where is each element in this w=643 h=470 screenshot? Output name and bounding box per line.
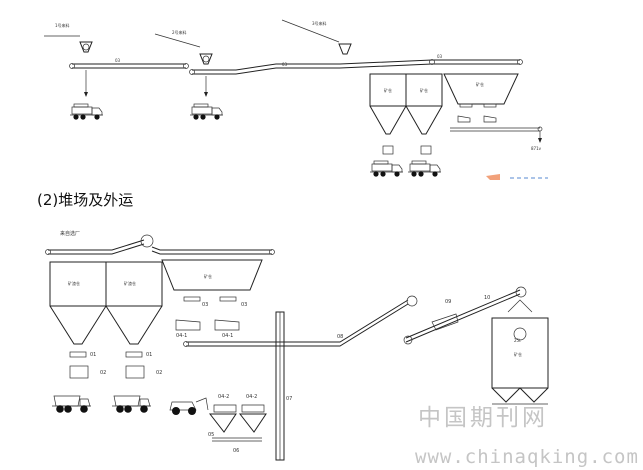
feed-label-3: 3号来料	[312, 20, 327, 26]
top-silo-label-3: 矿仓	[476, 81, 484, 87]
code-04-1-b: 04-1	[222, 333, 233, 339]
truck-icon	[189, 103, 224, 121]
section-title: (2)堆场及外运	[37, 191, 134, 209]
feed-label-2: 2号来料	[172, 29, 187, 35]
top-silo-label-1: 矿仓	[384, 87, 392, 93]
code-04-2-a: 04-2	[218, 394, 229, 400]
code-02-b: 02	[156, 370, 162, 376]
watermark-url: www.chinaqking.com	[415, 446, 639, 468]
feed-label-1: 1号来料	[55, 22, 70, 28]
truck-icon	[369, 160, 404, 178]
bottom-silo-label-3: 矿仓	[204, 273, 212, 279]
code-09: 09	[445, 299, 451, 305]
conveyor-label-3: 03	[437, 54, 443, 59]
loader-icon	[169, 397, 209, 415]
top-flow-diagram: 1号来料 2号来料 3号来料 03 03 03	[44, 19, 548, 180]
bottom-flow-diagram: 来自选厂 矿渣仓 矿渣仓 矿仓 03 03 04-1 04-1 01 01 02	[45, 230, 549, 461]
bottom-silo-label-1: 矿渣仓	[68, 280, 80, 286]
code-08: 08	[337, 334, 343, 340]
truck-icon	[51, 395, 92, 414]
code-10: 10	[484, 295, 490, 301]
code-01-b: 01	[146, 352, 152, 358]
code-01-a: 01	[90, 352, 96, 358]
code-06: 06	[233, 448, 239, 454]
scale-label: 25t	[514, 338, 521, 343]
bottom-silo-label-4: 矿仓	[514, 351, 522, 357]
conveyor-label-1: 03	[115, 58, 121, 63]
conveyor-label-2: 03	[282, 62, 288, 67]
watermark-chinese: 中国期刊网	[418, 405, 548, 431]
code-05: 05	[208, 432, 214, 438]
top-silo-label-2: 矿仓	[420, 87, 428, 93]
truck-icon	[111, 395, 152, 414]
code-02-a: 02	[100, 370, 106, 376]
code-04-2-b: 04-2	[246, 394, 257, 400]
code-03-b: 03	[241, 302, 247, 308]
code-04-1-a: 04-1	[176, 333, 187, 339]
outlet-label: 871v	[531, 146, 542, 151]
truck-icon	[69, 103, 104, 121]
truck-icon	[407, 160, 442, 178]
bottom-silo-label-2: 矿渣仓	[124, 280, 136, 286]
code-03-a: 03	[202, 302, 208, 308]
code-07: 07	[286, 396, 292, 402]
source-label: 来自选厂	[60, 230, 80, 237]
